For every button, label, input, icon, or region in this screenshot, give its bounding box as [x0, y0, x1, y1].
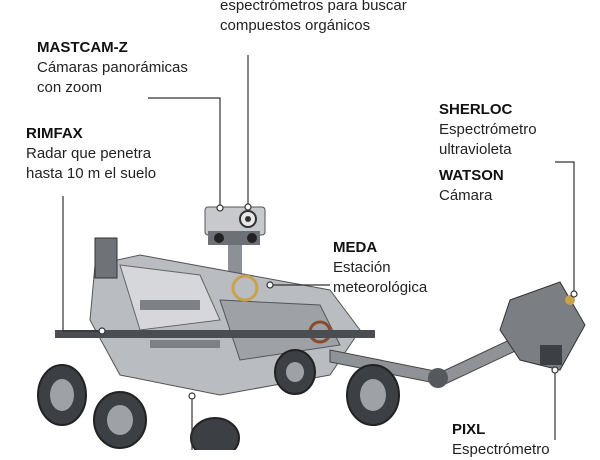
- rimfax-name: RIMFAX: [26, 125, 83, 142]
- mastcam-leader: [148, 97, 221, 206]
- pixl-label: PIXL Espectrómetro: [452, 420, 550, 460]
- supercam-desc: espectrómetros para buscar compuestos or…: [220, 0, 407, 34]
- rover-mast: [204, 206, 266, 296]
- watson-label: WATSON Cámara: [439, 166, 504, 206]
- meda-name: MEDA: [333, 239, 378, 256]
- rover-illustration: [37, 55, 586, 450]
- rover-wheels: [37, 330, 400, 450]
- mastcam-label: MASTCAM-Z Cámaras panorámicas con zoom: [37, 38, 188, 98]
- rover-arm: [329, 281, 586, 388]
- rimfax-desc: Radar que penetra hasta 10 m el suelo: [26, 145, 157, 182]
- rimfax-label: RIMFAX Radar que penetra hasta 10 m el s…: [26, 124, 156, 184]
- pixl-desc: Espectrómetro: [452, 441, 550, 458]
- sherloc-name: SHERLOC: [439, 101, 513, 118]
- mastcam-name: MASTCAM-Z: [37, 39, 128, 56]
- meda-label: MEDA Estación meteorológica: [333, 238, 427, 298]
- rimfax-leader: [62, 196, 100, 332]
- sherloc-leader: [555, 161, 575, 292]
- sherloc-label: SHERLOC Espectrómetro ultravioleta: [439, 100, 537, 160]
- leader-dots: [98, 203, 578, 400]
- rover-body: [89, 237, 361, 396]
- watson-name: WATSON: [439, 167, 504, 184]
- leader-lines: [62, 55, 575, 450]
- mastcam-desc: Cámaras panorámicas con zoom: [37, 59, 188, 96]
- pixl-name: PIXL: [452, 421, 486, 438]
- meda-desc: Estación meteorológica: [333, 259, 428, 296]
- sherloc-desc: Espectrómetro ultravioleta: [439, 121, 537, 158]
- rover-diagram: espectrómetros para buscar compuestos or…: [26, 0, 586, 458]
- watson-desc: Cámara: [439, 187, 493, 204]
- supercam-label: espectrómetros para buscar compuestos or…: [220, 0, 407, 36]
